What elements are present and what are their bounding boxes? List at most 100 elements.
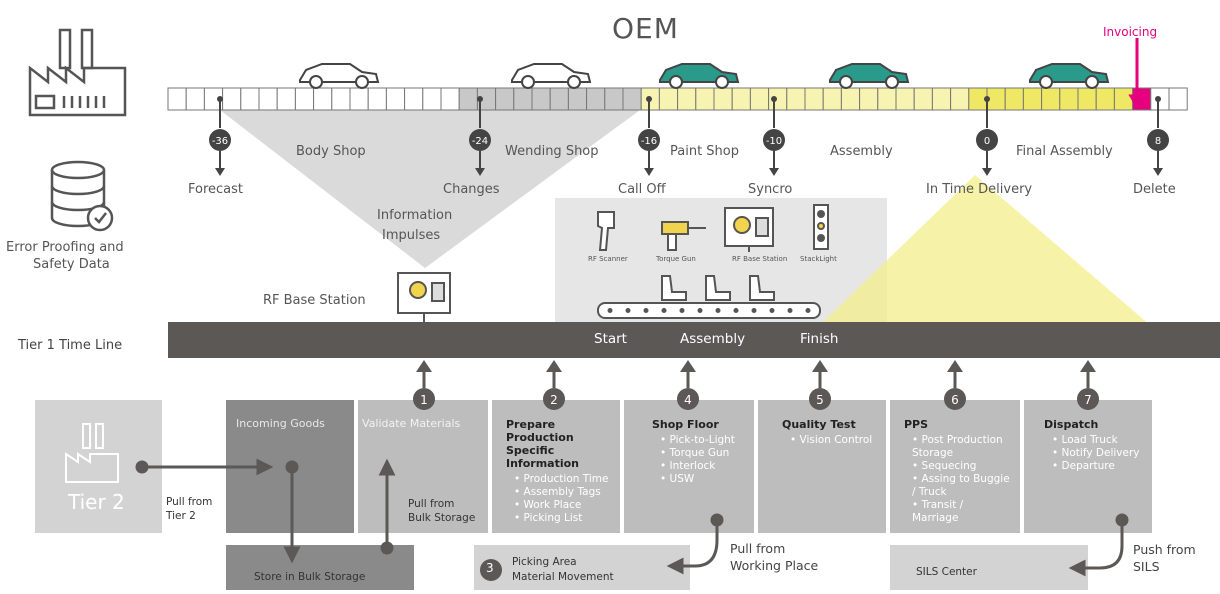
conveyor-roller [679, 308, 685, 313]
list-item: Vision Control [790, 434, 876, 447]
rf-scanner-icon [597, 211, 615, 251]
pull-tier2-line1: Pull from [166, 496, 213, 508]
pull-bulk-line1: Pull from [408, 498, 455, 510]
timeline-cell [677, 87, 697, 111]
invoicing-label: Invoicing [1103, 25, 1158, 39]
shop-label: Body Shop [296, 144, 366, 159]
list-item: Production Time [514, 473, 610, 486]
event-label: In Time Delivery [926, 182, 1033, 197]
tier2-label: Tier 2 [68, 490, 125, 514]
timeline-cell [1004, 87, 1024, 111]
list-item: Transit / Marriage [912, 499, 1010, 525]
pull-bulk-line2: Bulk Storage [408, 512, 476, 524]
conveyor-roller [805, 308, 811, 313]
marker-value: 0 [984, 136, 990, 147]
information-funnel [220, 110, 640, 268]
car-icons [299, 63, 1110, 89]
step-3-circle [480, 559, 502, 581]
timeline-cell [1113, 87, 1134, 111]
list-item: USW [660, 473, 744, 486]
timeline-cell [513, 87, 533, 111]
tier1-assembly: Assembly [680, 331, 746, 347]
timeline-cell [185, 87, 205, 111]
rf-base-station-icon [397, 272, 451, 322]
car-icon [511, 63, 592, 89]
marker-value: -24 [472, 136, 488, 147]
factory-icon [28, 28, 127, 117]
incoming-goods-label: Incoming Goods [236, 417, 325, 430]
step-arrow: 6 [944, 360, 966, 410]
timeline-marker-pin: 8 [1147, 96, 1169, 176]
event-label: Call Off [618, 182, 666, 197]
conveyor-roller [787, 308, 793, 313]
quality-title: Quality Test [782, 418, 856, 431]
timeline-cell [331, 87, 351, 111]
validate-materials-box [358, 400, 488, 533]
list-item: Post Production Storage [912, 434, 1010, 460]
push-sils-line1: Push from [1133, 542, 1196, 557]
marker-value: -36 [212, 136, 228, 147]
step-number: 7 [1084, 393, 1092, 407]
timeline-cell [1022, 87, 1043, 111]
info-label-line1: Information [377, 208, 453, 223]
tier1-bar [168, 322, 1220, 358]
timeline-cell [877, 87, 897, 111]
timeline-cell [349, 87, 369, 111]
step-3-number: 3 [486, 561, 494, 575]
conveyor-roller [661, 308, 667, 313]
list-item: Pick-to-Light [660, 434, 744, 447]
rf-base-station-label: RF Base Station [263, 293, 366, 308]
tool-label: RF Base Station [732, 255, 788, 263]
shop-floor-title: Shop Floor [652, 418, 719, 431]
rf-base-tool-icon [724, 207, 774, 252]
timeline-marker-pin: 0 [976, 96, 998, 176]
timeline-cell [222, 87, 242, 111]
list-item: Picking List [514, 512, 610, 525]
timeline-cell [786, 87, 806, 111]
timeline-cell [804, 87, 824, 111]
car-icon [659, 63, 740, 89]
timeline-cell [495, 87, 515, 111]
page-title: OEM [612, 12, 679, 45]
pull-working-line1: Pull from [730, 541, 786, 556]
pull-working-line2: Working Place [730, 558, 819, 573]
event-label: Changes [443, 182, 500, 197]
timeline-marker-pin: -36 [209, 96, 231, 176]
timeline-cell [859, 87, 879, 111]
shop-label: Assembly [830, 144, 893, 159]
tool-icons [597, 204, 829, 252]
car-icon [1029, 63, 1110, 89]
timeline-cell [913, 87, 933, 111]
dispatch-info: Dispatch Load Truck Notify Delivery Depa… [1036, 412, 1150, 479]
event-label: Delete [1133, 182, 1176, 197]
database-icon [50, 160, 114, 232]
conveyor-roller [697, 308, 703, 313]
tool-label: RF Scanner [588, 255, 628, 263]
timeline-cell [258, 87, 278, 111]
timeline-cell [931, 87, 952, 111]
timeline-cell [658, 87, 679, 111]
step-arrow: 2 [543, 360, 565, 410]
timeline-marker-pin: -24 [469, 96, 491, 176]
list-item: Interlock [660, 460, 744, 473]
conveyor-roller [769, 308, 775, 313]
marker-value: 8 [1155, 136, 1161, 147]
timeline-cell [749, 87, 770, 111]
timeline-cell [276, 87, 296, 111]
timeline-cell [440, 87, 460, 111]
delivery-light-cone [820, 175, 1150, 325]
timeline-strip [167, 87, 1188, 111]
shop-floor-info: Shop Floor Pick-to-Light Torque Gun Inte… [644, 412, 752, 492]
step-arrow: 4 [677, 360, 699, 410]
quality-test-box [758, 400, 886, 533]
list-item: Work Place [514, 499, 610, 512]
timeline-cell [549, 87, 569, 111]
shop-label: Final Assembly [1016, 144, 1113, 159]
tier1-finish: Finish [800, 331, 839, 347]
picking-line1: Picking Area [512, 556, 577, 568]
push-sils-line2: SILS [1133, 559, 1160, 574]
step-arrow: 1 [413, 360, 435, 410]
safety-label-line1: Error Proofing and [6, 240, 124, 255]
validate-materials-label: Validate Materials [362, 417, 461, 430]
